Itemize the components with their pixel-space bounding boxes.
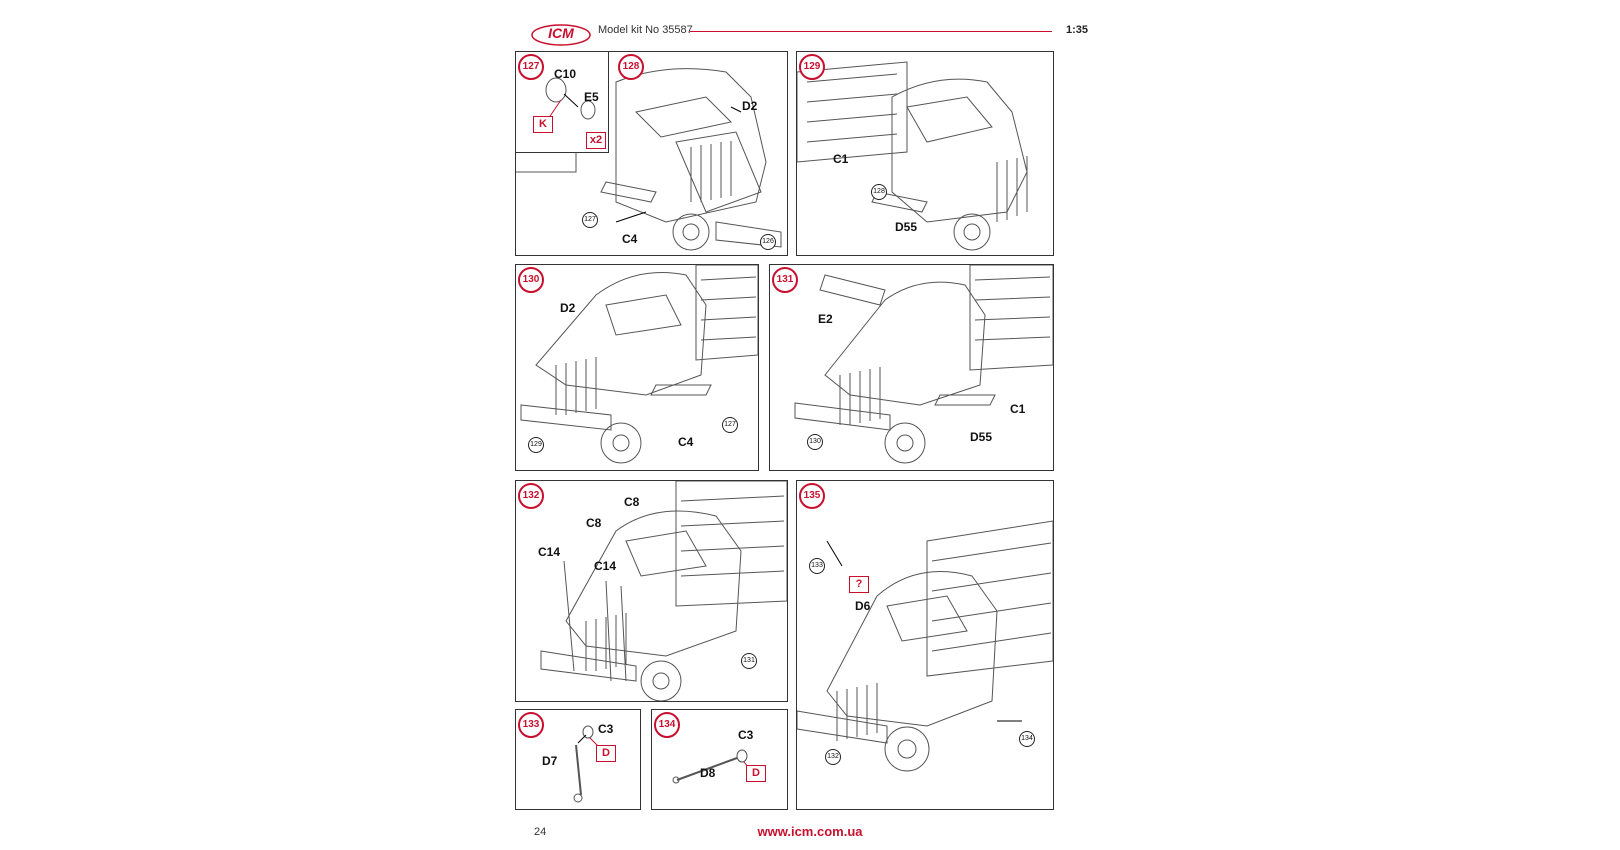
step-number-128: 128 — [618, 54, 644, 80]
part-label-c8-mid: C8 — [586, 516, 602, 530]
inset-step-127: 127 C10 E5 K x2 — [516, 52, 609, 153]
page-number: 24 — [534, 826, 547, 838]
ref-step-127: 127 — [582, 212, 598, 228]
paint-code-d: D — [746, 765, 766, 782]
website-link[interactable]: www.icm.com.ua — [757, 824, 863, 839]
model-kit-number: Model kit No 35587 — [598, 24, 693, 36]
svg-text:ICM: ICM — [548, 25, 574, 41]
part-label-e2: E2 — [818, 312, 833, 326]
panel-step-135: 135 ? D6 133 134 132 — [796, 480, 1054, 810]
part-label-d7: D7 — [542, 754, 558, 768]
ref-step-126: 126 — [760, 234, 776, 250]
part-label-c1: C1 — [833, 152, 849, 166]
part-label-e5: E5 — [584, 90, 599, 104]
part-drawing — [573, 725, 601, 803]
step-number-135: 135 — [799, 483, 825, 509]
part-label-d55: D55 — [895, 220, 918, 234]
page-header: ICM Model kit No 35587 1:35 — [530, 14, 1090, 54]
step-number-130: 130 — [518, 267, 544, 293]
step-number-131: 131 — [772, 267, 798, 293]
truck-front-drawing — [520, 265, 758, 464]
part-label-c4: C4 — [622, 232, 638, 246]
part-label-c8-top: C8 — [624, 495, 640, 509]
panel-step-130: 130 D2 C4 127 129 — [515, 264, 759, 471]
paint-code-k: K — [533, 116, 553, 133]
paint-code-d: D — [596, 745, 616, 762]
ref-step-133: 133 — [809, 558, 825, 574]
part-label-c4: C4 — [678, 435, 694, 449]
panel-step-131: 131 E2 C1 D55 130 — [769, 264, 1054, 471]
ref-step-130: 130 — [807, 434, 823, 450]
part-label-c3: C3 — [598, 722, 614, 736]
panel-step-128: 127 C10 E5 K x2 128 D2 C4 127 126 — [515, 51, 788, 256]
part-label-d2: D2 — [742, 99, 758, 113]
step-number-134: 134 — [654, 712, 680, 738]
ref-step-131: 131 — [741, 653, 757, 669]
step-number-129: 129 — [799, 54, 825, 80]
part-label-c10: C10 — [554, 67, 577, 81]
step-number-132: 132 — [518, 483, 544, 509]
paint-code-question: ? — [849, 576, 869, 593]
part-label-c3: C3 — [738, 728, 754, 742]
header-rule — [690, 31, 1052, 32]
part-label-c1: C1 — [1010, 402, 1026, 416]
ref-step-129: 129 — [528, 437, 544, 453]
part-label-c14-right: C14 — [594, 559, 617, 573]
ref-step-128: 128 — [871, 184, 887, 200]
part-label-d8: D8 — [700, 766, 716, 780]
panel-step-134: 134 C3 D8 D — [651, 709, 788, 810]
quantity-x2: x2 — [586, 132, 606, 149]
truck-front-drawing — [797, 61, 1028, 251]
ref-step-134: 134 — [1019, 731, 1035, 747]
ref-step-132: 132 — [825, 749, 841, 765]
truck-front-drawing — [540, 481, 787, 701]
panel-step-133: 133 C3 D7 D — [515, 709, 641, 810]
part-label-d2: D2 — [560, 301, 576, 315]
panel-step-132: 132 C8 C8 C14 C14 131 — [515, 480, 788, 702]
ref-step-127: 127 — [722, 417, 738, 433]
scale-label: 1:35 — [1065, 24, 1088, 36]
truck-front-drawing — [797, 520, 1053, 772]
step-number-133: 133 — [518, 712, 544, 738]
part-label-d55: D55 — [970, 430, 993, 444]
truck-front-drawing — [794, 265, 1053, 464]
part-label-c14-left: C14 — [538, 545, 561, 559]
brand-logo: ICM — [530, 16, 592, 52]
step-number-127: 127 — [518, 54, 544, 80]
panel-step-129: 129 C1 D55 128 — [796, 51, 1054, 256]
part-label-d6: D6 — [855, 599, 871, 613]
instruction-page: ICM Model kit No 35587 1:35 — [515, 14, 1090, 844]
